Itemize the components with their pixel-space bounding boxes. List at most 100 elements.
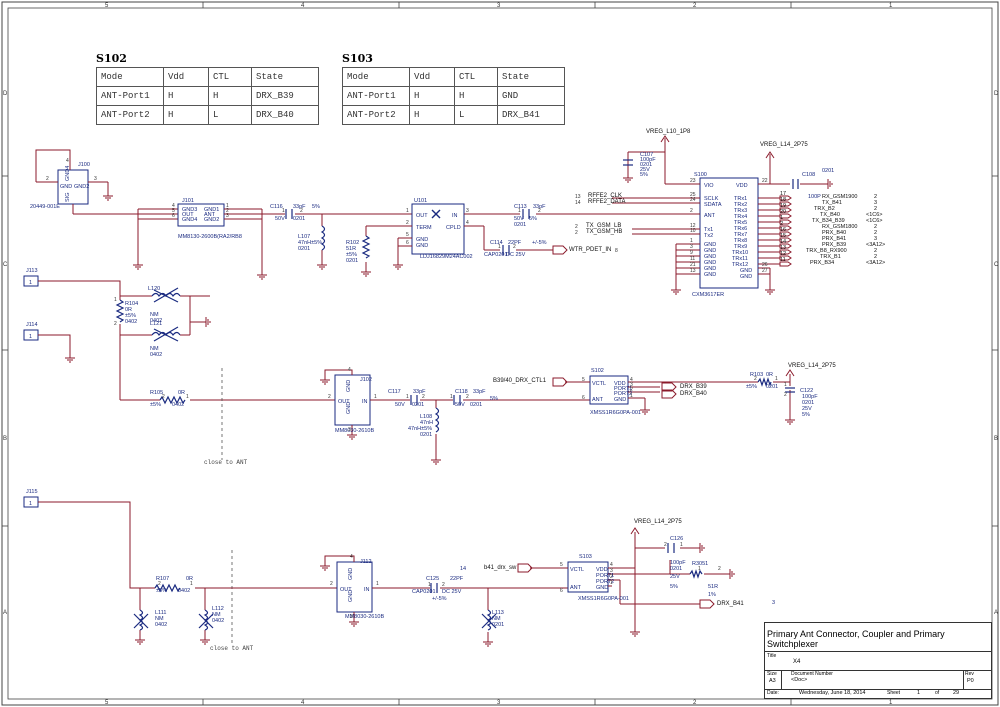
svg-text:47nH±5%: 47nH±5%: [408, 426, 432, 432]
svg-text:0201: 0201: [670, 566, 682, 572]
svg-text:0201: 0201: [514, 222, 526, 228]
port-arrow: [779, 261, 792, 267]
svg-text:GND: GND: [346, 380, 352, 392]
port-arrow: [779, 225, 792, 231]
port-arrow: [779, 237, 792, 243]
svg-text:VCTL: VCTL: [592, 381, 606, 387]
svg-text:2: 2: [610, 574, 613, 580]
col-header-ctl: CTL: [454, 67, 498, 87]
table-header-row: Mode Vdd CTL State: [342, 67, 565, 87]
svg-text:2: 2: [784, 392, 787, 398]
svg-text:1: 1: [29, 280, 32, 286]
svg-text:51R: 51R: [708, 584, 718, 590]
svg-text:3: 3: [94, 176, 97, 182]
col-header-ctl: CTL: [208, 67, 252, 87]
svg-text:TRx7: TRx7: [734, 232, 747, 238]
svg-text:1: 1: [29, 501, 32, 507]
table-cell: H: [208, 86, 252, 106]
svg-text:DC 25V: DC 25V: [506, 252, 526, 258]
svg-text:GND4: GND4: [65, 166, 71, 181]
svg-text:1: 1: [282, 208, 285, 214]
table-cell: ANT-Port1: [96, 86, 164, 106]
table-cell: ANT-Port1: [342, 86, 410, 106]
svg-text:U101: U101: [414, 198, 427, 204]
svg-text:GND: GND: [348, 590, 354, 602]
svg-text:6: 6: [172, 213, 175, 219]
port-arrow: [779, 249, 792, 255]
svg-text:L108: L108: [420, 414, 432, 420]
svg-text:Tx1: Tx1: [704, 227, 713, 233]
svg-text:0402: 0402: [125, 319, 137, 325]
table-cell: L: [454, 105, 498, 125]
date-value: Wednesday, June 18, 2014: [799, 690, 866, 696]
svg-text:100pF: 100pF: [640, 157, 656, 163]
border-column-label: 4: [301, 700, 305, 706]
svg-text:J100: J100: [78, 162, 90, 168]
svg-text:1: 1: [186, 394, 189, 400]
svg-text:51R: 51R: [346, 246, 356, 252]
svg-text:47nH±5%: 47nH±5%: [298, 240, 322, 246]
svg-text:47nH: 47nH: [420, 420, 433, 426]
svg-text:ANT: ANT: [592, 397, 604, 403]
svg-text:3: 3: [348, 427, 351, 433]
svg-text:21: 21: [690, 262, 696, 268]
svg-text:ANT: ANT: [204, 212, 216, 218]
svg-text:+/-5%: +/-5%: [432, 596, 447, 602]
title-value: X4: [793, 659, 801, 665]
svg-text:50V: 50V: [275, 216, 285, 222]
svg-text:NM: NM: [150, 312, 159, 318]
svg-text:2: 2: [513, 244, 516, 250]
svg-text:±5%: ±5%: [150, 402, 161, 408]
of-value: 29: [953, 690, 960, 696]
port-arrow: [779, 255, 792, 261]
svg-text:1: 1: [450, 394, 453, 400]
svg-text:1: 1: [114, 297, 117, 303]
svg-text:TRx12: TRx12: [732, 262, 748, 268]
svg-text:2: 2: [422, 394, 425, 400]
svg-text:1: 1: [680, 542, 683, 548]
table-header-row: Mode Vdd CTL State: [96, 67, 319, 87]
svg-text:1%: 1%: [708, 592, 716, 598]
svg-text:L107: L107: [298, 234, 310, 240]
svg-text:6: 6: [406, 240, 409, 246]
svg-text:11: 11: [690, 256, 695, 262]
svg-text:MM8030-2610B: MM8030-2610B: [335, 428, 374, 434]
svg-text:R102: R102: [346, 240, 359, 246]
table-cell: DRX_B41: [497, 105, 565, 125]
table-row: ANT-Port1 H H GND: [342, 86, 565, 106]
svg-text:C126: C126: [670, 536, 683, 542]
svg-text:1: 1: [374, 394, 377, 400]
svg-text:22PF: 22PF: [508, 240, 522, 246]
svg-text:J101: J101: [182, 198, 194, 204]
svg-text:25V: 25V: [640, 167, 650, 173]
svg-text:5%: 5%: [802, 412, 810, 418]
svg-text:1: 1: [226, 203, 229, 209]
col-header-state: State: [251, 67, 319, 87]
svg-text:C108: C108: [802, 172, 815, 178]
svg-text:1: 1: [190, 581, 193, 587]
svg-text:J113: J113: [26, 268, 38, 274]
svg-text:GND4: GND4: [182, 217, 197, 223]
size-label: Size: [767, 671, 777, 677]
svg-text:GND: GND: [704, 254, 716, 260]
svg-text:J114: J114: [26, 322, 38, 328]
svg-text:OUT: OUT: [340, 587, 352, 593]
svg-text:5%: 5%: [529, 216, 537, 222]
svg-text:C117: C117: [388, 389, 401, 395]
border-row-label: B: [994, 436, 998, 442]
svg-text:5: 5: [582, 377, 585, 383]
svg-text:GND: GND: [346, 402, 352, 414]
sheet-heading: Primary Ant Connector, Coupler and Prima…: [767, 629, 945, 649]
border-row-label: C: [3, 262, 8, 268]
svg-text:0201: 0201: [470, 402, 482, 408]
svg-text:TRx9: TRx9: [734, 244, 747, 250]
svg-text:1: 1: [406, 208, 409, 214]
port-arrow: [779, 231, 792, 237]
svg-text:TRx3: TRx3: [734, 208, 747, 214]
svg-text:OUT: OUT: [416, 213, 428, 219]
table-cell: DRX_B39: [251, 86, 319, 106]
table-cell: ANT-Port2: [342, 105, 410, 125]
svg-text:100pF: 100pF: [802, 394, 818, 400]
svg-text:ANT: ANT: [570, 585, 582, 591]
svg-text:33pF: 33pF: [473, 389, 486, 395]
